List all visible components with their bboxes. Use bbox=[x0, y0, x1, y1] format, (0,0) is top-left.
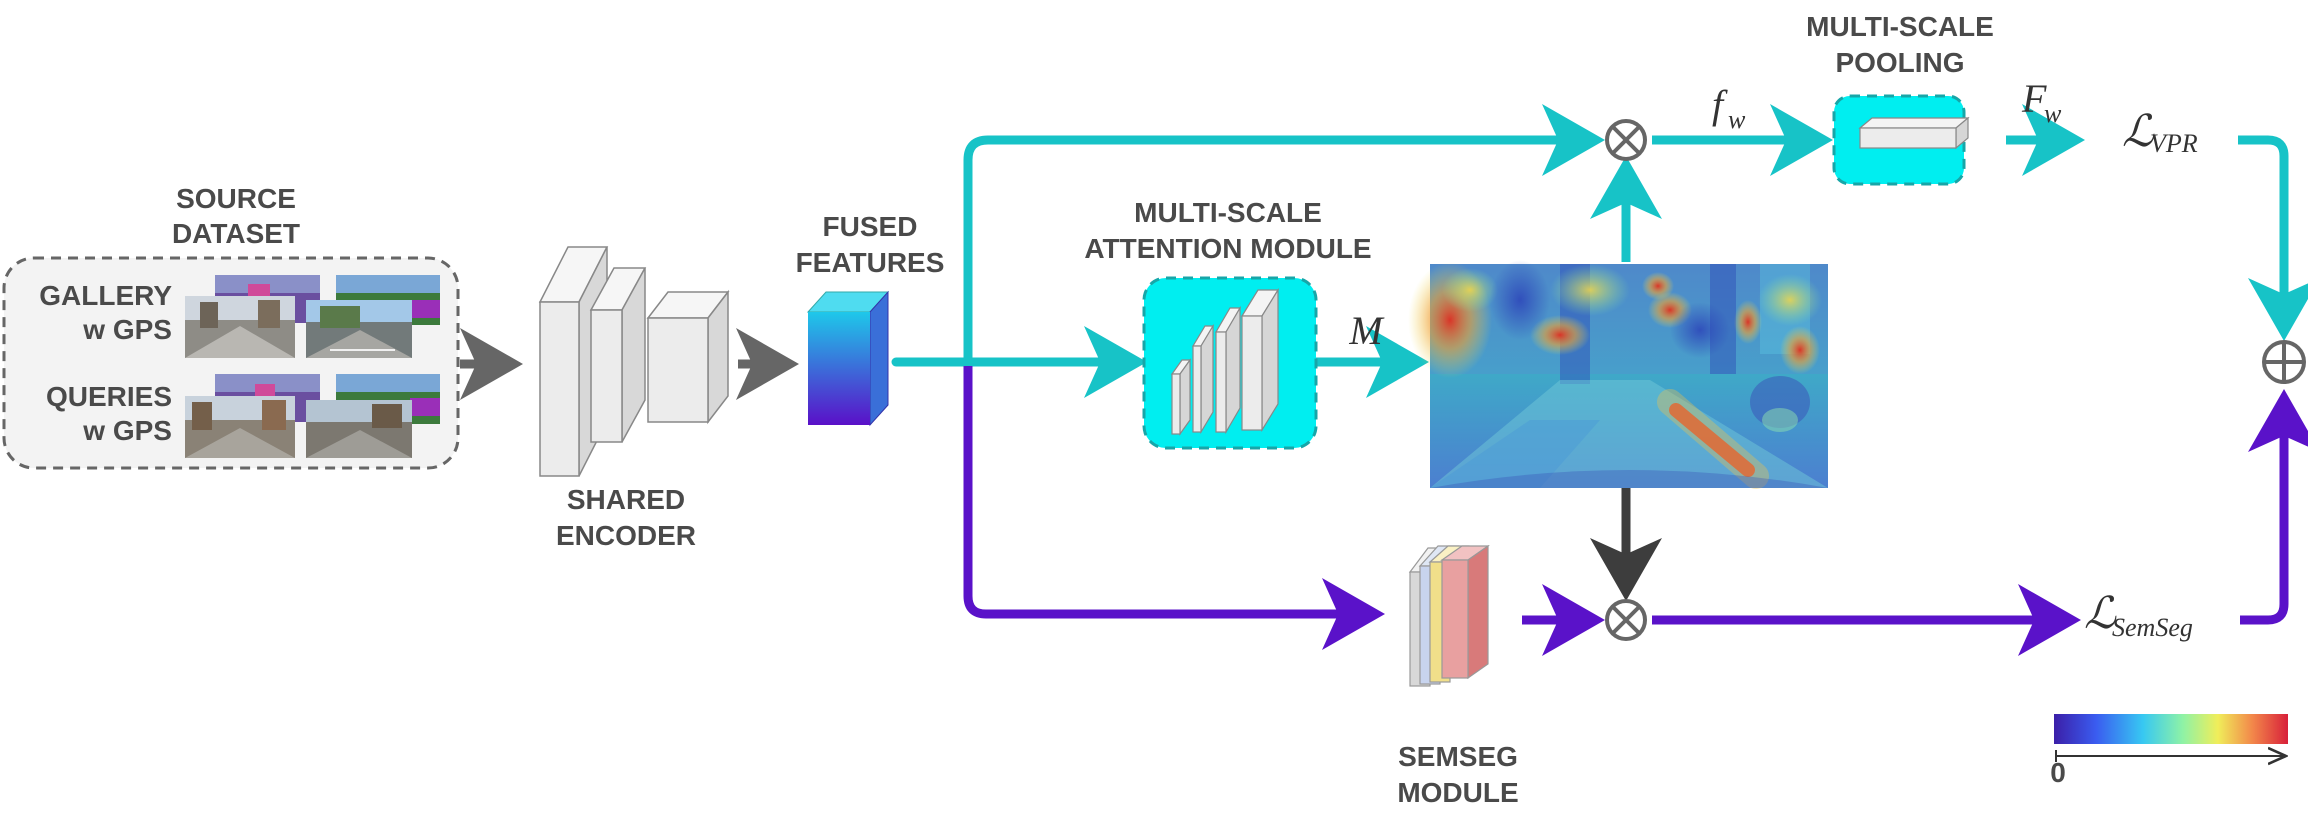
source-dataset: SOURCE DATASET GALLERY w GPS QUERIES w G… bbox=[2, 183, 460, 470]
loss-vpr-subscript: VPR bbox=[2150, 129, 2198, 158]
pooling-label-line2: POOLING bbox=[1835, 47, 1964, 78]
arrow-loss-semseg-to-add bbox=[2240, 389, 2308, 625]
fw-upper-sub: w bbox=[2044, 99, 2062, 128]
source-dataset-title-line2: DATASET bbox=[172, 218, 300, 249]
attention-map-symbol: M bbox=[1348, 308, 1385, 353]
multiply-node-top bbox=[1605, 119, 1647, 161]
queries-label-line1: QUERIES bbox=[46, 381, 172, 412]
multiply-node-bottom bbox=[1605, 599, 1647, 641]
shared-encoder-label-line1: SHARED bbox=[567, 484, 685, 515]
loss-semseg-subscript: SemSeg bbox=[2112, 613, 2193, 642]
fw-lower-symbol: f w bbox=[1712, 82, 1746, 134]
semseg-layer-stack bbox=[1408, 544, 1490, 687]
encoder-layer-3 bbox=[646, 289, 730, 425]
attention-heatmap-image bbox=[1408, 260, 1828, 489]
semseg-label-line2: MODULE bbox=[1397, 777, 1518, 808]
gallery-label-line2: w GPS bbox=[82, 314, 172, 345]
colorbar-gradient bbox=[2054, 714, 2288, 744]
fw-upper-base: F bbox=[2021, 76, 2047, 121]
fw-lower-sub: w bbox=[1728, 105, 1746, 134]
shared-encoder-label-line2: ENCODER bbox=[556, 520, 696, 551]
semseg-label-line1: SEMSEG bbox=[1398, 741, 1518, 772]
fused-features-label-line2: FEATURES bbox=[796, 247, 945, 278]
source-dataset-title-line1: SOURCE bbox=[176, 183, 296, 214]
multi-scale-pooling: MULTI-SCALE POOLING bbox=[1806, 11, 1994, 186]
semseg-branch-lines bbox=[963, 366, 2308, 656]
fw-upper-symbol: F w bbox=[2021, 76, 2062, 128]
gallery-label-line1: GALLERY bbox=[39, 280, 172, 311]
fused-features-label-line1: FUSED bbox=[823, 211, 918, 242]
queries-label-line2: w GPS bbox=[82, 415, 172, 446]
arrow-fused-to-semseg bbox=[963, 366, 1385, 650]
encoder-layer-2 bbox=[589, 267, 647, 443]
gallery-image-thumbnails bbox=[185, 275, 440, 358]
attention-module-label-line2: ATTENTION MODULE bbox=[1084, 233, 1371, 264]
colorbar-zero-label: 0 bbox=[2050, 757, 2066, 788]
pooling-label-line1: MULTI-SCALE bbox=[1806, 11, 1994, 42]
arrow-fused-to-multiply-top bbox=[963, 104, 1605, 362]
attention-module-label-line1: MULTI-SCALE bbox=[1134, 197, 1322, 228]
loss-semseg-symbol: ℒ bbox=[2084, 589, 2117, 638]
add-node bbox=[2262, 340, 2306, 384]
shared-encoder: SHARED ENCODER bbox=[538, 246, 730, 551]
colorbar-legend: 0 bbox=[2050, 714, 2288, 788]
fused-features-block bbox=[808, 312, 870, 425]
semseg-module: SEMSEG MODULE bbox=[1397, 544, 1519, 808]
pooling-vector-block bbox=[1858, 116, 1970, 150]
fw-lower-base: f bbox=[1712, 82, 1728, 127]
multi-scale-attention-module: MULTI-SCALE ATTENTION MODULE bbox=[1084, 197, 1372, 450]
loss-semseg: ℒ SemSeg bbox=[2084, 589, 2193, 642]
query-image-thumbnails bbox=[185, 374, 440, 458]
loss-vpr-symbol: ℒ bbox=[2122, 107, 2155, 156]
fused-features: FUSED FEATURES bbox=[796, 211, 945, 427]
vpr-branch-lines bbox=[891, 104, 2308, 398]
arrow-loss-vpr-to-add bbox=[2238, 135, 2308, 341]
attention-layer-stack bbox=[1170, 287, 1280, 436]
loss-vpr: ℒ VPR bbox=[2122, 107, 2198, 158]
